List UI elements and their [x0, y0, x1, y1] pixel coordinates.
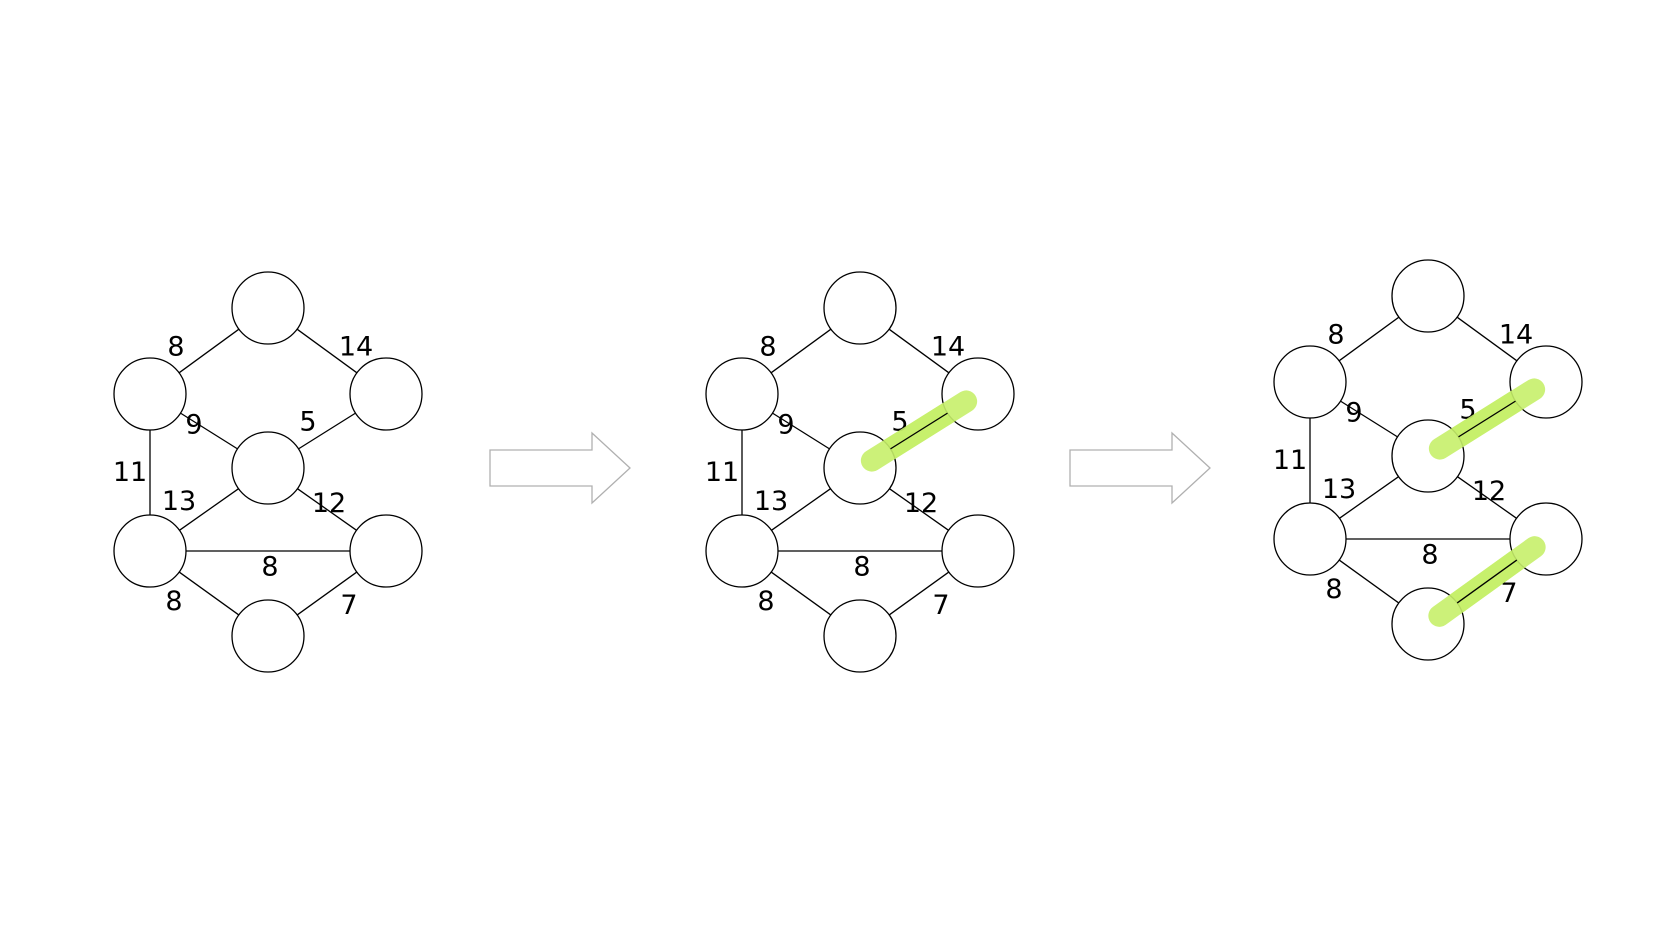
edge-weight-label: 12 [312, 488, 346, 519]
edge-top-right_upper [1456, 316, 1518, 362]
edge-weight-label: 8 [1325, 574, 1342, 605]
edge-weight-label: 8 [1421, 540, 1438, 571]
node-top [1391, 259, 1465, 333]
node-left-upper [1273, 345, 1347, 419]
edge-left_lower-bottom [770, 571, 832, 616]
edge-weight-label: 13 [754, 486, 788, 517]
edge-bottom-right_lower [888, 571, 950, 616]
edge-weight-label: 12 [1472, 476, 1506, 507]
node-top [823, 271, 897, 345]
node-right-lower [941, 514, 1015, 588]
edge-weight-label: 5 [299, 407, 316, 438]
edge-center-left_lower [771, 488, 831, 531]
edge-weight-label: 14 [1499, 320, 1533, 351]
edge-weight-label: 9 [777, 410, 794, 441]
node-bottom [231, 599, 305, 673]
edge-bottom-right_lower [296, 571, 358, 616]
edge-center-right_lower [1457, 476, 1517, 519]
edge-weight-label: 8 [853, 552, 870, 583]
node-left-lower [1273, 502, 1347, 576]
edge-weight-label: 9 [1345, 398, 1362, 429]
arrow-1-to-2 [489, 431, 631, 505]
edge-weight-label: 7 [340, 590, 357, 621]
edge-center-left_lower [1339, 476, 1399, 519]
node-top [231, 271, 305, 345]
node-left-lower [113, 514, 187, 588]
node-center [231, 431, 305, 505]
node-layer [1273, 259, 1583, 661]
edge-center-right_lower [889, 488, 949, 531]
edge-weight-label: 9 [185, 410, 202, 441]
edge-weight-label: 8 [757, 586, 774, 617]
highlighted-edge-stroke [1458, 400, 1516, 438]
edge-weight-label: 8 [759, 332, 776, 363]
node-left-upper [705, 357, 779, 431]
edge-top-right_upper [888, 328, 950, 374]
weight-label-layer: 8 14 9 5 11 13 12 8 8 7 [113, 332, 373, 622]
highlighted-edge-stroke [890, 412, 948, 450]
edge-weight-label: 8 [165, 586, 182, 617]
edge-weight-label: 13 [162, 486, 196, 517]
node-layer [113, 271, 423, 673]
highlighted-edge-stroke [1456, 559, 1518, 604]
edge-left_upper-center [772, 412, 830, 450]
edge-weight-label: 13 [1322, 474, 1356, 505]
edge-top-left_upper [178, 328, 240, 374]
node-right-lower [349, 514, 423, 588]
edge-center-left_lower [179, 488, 239, 531]
edge-weight-label: 11 [705, 457, 739, 488]
node-left-upper [113, 357, 187, 431]
edge-layer [149, 328, 358, 616]
step-arrows [489, 431, 1211, 505]
edge-weight-label: 11 [1273, 445, 1307, 476]
edge-weight-label: 8 [261, 552, 278, 583]
edge-weight-label: 7 [1500, 578, 1517, 609]
node-left-lower [705, 514, 779, 588]
edge-left_lower-bottom [1338, 559, 1400, 604]
edge-weight-label: 14 [931, 332, 965, 363]
edge-weight-label: 8 [1327, 320, 1344, 351]
edge-weight-label: 12 [904, 488, 938, 519]
arrow-2-to-3 [1069, 431, 1211, 505]
edge-weight-label: 14 [339, 332, 373, 363]
edge-left_upper-center [180, 412, 238, 450]
edge-weight-label: 11 [113, 457, 147, 488]
step-1-graph: 8 14 9 5 11 13 12 8 8 7 [113, 271, 423, 673]
node-bottom [823, 599, 897, 673]
edge-top-left_upper [770, 328, 832, 374]
edge-center-right_upper [298, 412, 356, 450]
node-layer [705, 271, 1015, 673]
edge-center-right_lower [297, 488, 357, 531]
edge-weight-label: 7 [932, 590, 949, 621]
edge-left_upper-center [1340, 400, 1398, 438]
edge-top-right_upper [296, 328, 358, 374]
edge-left_lower-bottom [178, 571, 240, 616]
node-right-upper [349, 357, 423, 431]
edge-weight-label: 8 [167, 332, 184, 363]
edge-top-left_upper [1338, 316, 1400, 362]
